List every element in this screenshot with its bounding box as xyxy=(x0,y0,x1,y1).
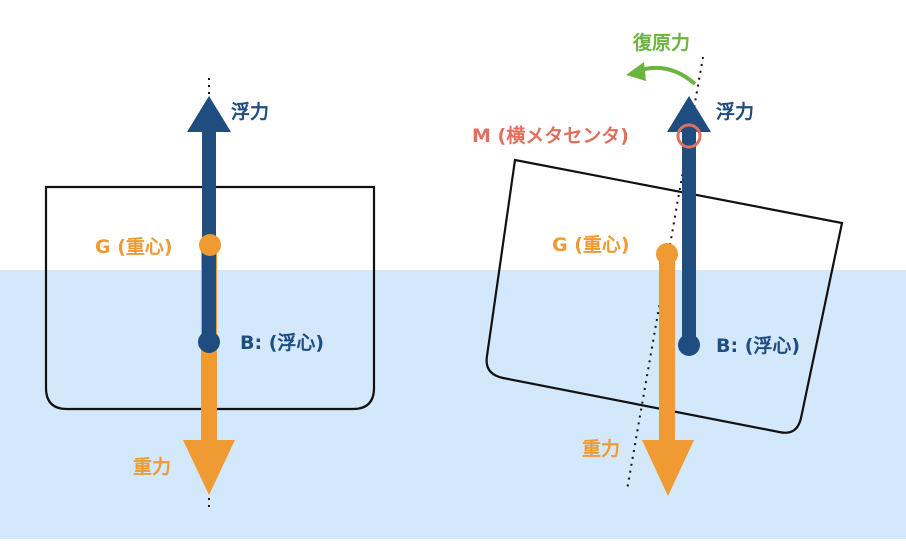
heeled-gravity-center-label: G (重心) xyxy=(552,234,630,256)
heeled-gravity-label: 重力 xyxy=(582,437,620,460)
metacenter-label: M (横メタセンタ) xyxy=(472,124,629,147)
upright-gravity-label: 重力 xyxy=(133,455,171,478)
upright-buoyancy-label: 浮力 xyxy=(231,100,269,123)
heeled-gravity-arrow-head xyxy=(642,440,694,496)
heeled-buoyancy-center-label: B: (浮心) xyxy=(716,334,800,357)
heeled-ship-diagram: 復原力 浮力 M (横メタセンタ) G (重心) B: (浮心) 重力 xyxy=(472,31,844,496)
heeled-buoyancy-arrow-shaft xyxy=(682,130,696,345)
upright-buoyancy-center-label: B: (浮心) xyxy=(240,331,324,354)
heeled-center-of-gravity xyxy=(656,243,678,265)
restoring-moment-arrow-head xyxy=(626,62,646,81)
metacenter-marker xyxy=(676,123,702,149)
upright-center-of-gravity xyxy=(199,234,221,256)
restoring-moment-label: 復原力 xyxy=(632,31,690,54)
upright-hull xyxy=(44,185,376,411)
heeled-hull xyxy=(485,158,844,434)
restoring-moment-arc xyxy=(640,65,697,86)
upright-center-of-buoyancy xyxy=(198,331,220,353)
upright-gravity-arrow-head xyxy=(183,440,235,495)
heeled-gravity-arrow-shaft xyxy=(659,252,675,442)
upright-gravity-center-label: G (重心) xyxy=(95,236,173,258)
upright-ship-diagram: 浮力 G (重心) B: (浮心) 重力 xyxy=(44,78,376,512)
heeled-center-of-buoyancy xyxy=(678,334,700,356)
heeled-buoyancy-arrow-head xyxy=(667,96,711,132)
water-region xyxy=(0,270,906,539)
heeled-buoyancy-label: 浮力 xyxy=(716,100,754,123)
upright-buoyancy-arrow-head xyxy=(187,96,231,132)
